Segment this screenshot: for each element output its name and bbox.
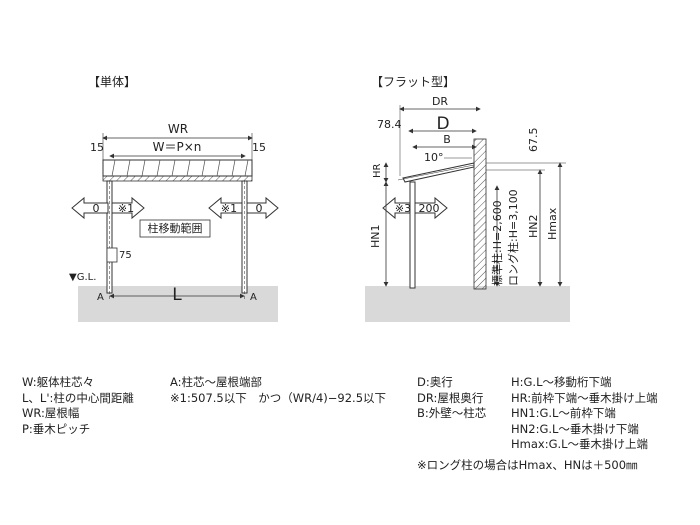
roof-frame: [102, 175, 253, 182]
legend-col-3: D:奥行 DR:屋根奥行 B:外壁～柱芯: [417, 375, 486, 422]
dim-wr-label: WR: [168, 122, 188, 136]
arrow-200: 200: [419, 202, 440, 215]
marker-a-right: A: [250, 292, 257, 303]
section-label-single: 【単体】: [88, 75, 136, 89]
angle-10: 10°: [424, 151, 444, 164]
legend-col-1: W:躯体柱芯々 L、L':柱の中心間距離 WR:屋根幅 P:垂木ピッチ: [22, 375, 134, 437]
roof-rafters: [111, 159, 249, 177]
right-arrow-note1: ※1: [221, 202, 237, 215]
legend-item-note1: ※1:507.5以下 かつ（WR/4)−92.5以下: [170, 390, 387, 405]
dim-75: 75: [119, 250, 132, 261]
legend-col-4: H:G.L～移動桁下端 HR:前枠下端～垂木掛け上端 HN1:G.L～前枠下端 …: [511, 375, 658, 453]
arrow-note3: ※3: [395, 202, 411, 215]
flat-post: [409, 181, 416, 289]
left-offset-arrows: [71, 196, 145, 220]
dim-hn1: HN1: [369, 225, 382, 249]
house-wall: [473, 138, 487, 290]
dim-h-long: ロング柱:H=3,100: [506, 189, 520, 286]
post-movable-box: [139, 219, 211, 238]
legend-item-p: P:垂木ピッチ: [22, 421, 91, 436]
dim-l-label: L: [172, 285, 182, 305]
dim-b-label: B: [443, 133, 451, 146]
legend-item-hn2: HN2:G.L～垂木掛け下端: [511, 421, 639, 436]
flat-type-diagram: 【フラット型】 DR 78.4 D B 67.5 10° HR: [365, 75, 570, 322]
legend-item-d: D:奥行: [417, 375, 453, 389]
legend-item-l: L、L':柱の中心間距離: [22, 390, 134, 405]
section-label-flat: 【フラット型】: [371, 75, 455, 89]
single-unit-diagram: 【単体】 WR W＝P×n 15 15: [69, 75, 279, 322]
legend-item-hmax: Hmax:G.L～垂木掛け上端: [511, 437, 649, 451]
flat-offset-arrows: [382, 196, 448, 220]
legend-item-a: A:柱芯～屋根端部: [170, 375, 263, 389]
legend-item-hn1: HN1:G.L～前枠下端: [511, 406, 616, 420]
roof-line: [397, 164, 475, 181]
dim-h-standard: 標準柱:H=2,600: [490, 200, 504, 286]
left-arrow-note1: ※1: [118, 202, 134, 215]
legend-item-w: W:躯体柱芯々: [22, 375, 95, 389]
post-movable-label: 柱移動範囲: [148, 221, 203, 235]
bracket-75: [106, 247, 118, 263]
dim-hr: HR: [372, 163, 383, 178]
right-offset-arrows: [208, 196, 279, 220]
dim-w-label: W＝P×n: [153, 140, 202, 154]
legend-item-dr: DR:屋根奥行: [417, 390, 484, 405]
roof-panel: [102, 159, 253, 177]
gl-label: ▼G.L.: [69, 272, 96, 283]
dim-15-right: 15: [252, 141, 266, 154]
dim-hmax: Hmax: [546, 207, 559, 240]
left-arrow-0: 0: [93, 202, 100, 215]
legend-col-2: A:柱芯～屋根端部 ※1:507.5以下 かつ（WR/4)−92.5以下: [170, 375, 386, 406]
ground-block-flat: [365, 286, 570, 322]
right-arrow-0: 0: [256, 202, 263, 215]
legend-item-b: B:外壁～柱芯: [417, 406, 487, 420]
legend-item-wr: WR:屋根幅: [22, 406, 80, 420]
dim-15-left: 15: [90, 141, 104, 154]
legend-item-h: H:G.L～移動桁下端: [511, 375, 612, 389]
dim-hn2: HN2: [527, 215, 540, 239]
dim-dr-label: DR: [432, 95, 448, 108]
footnote-long-post: ※ロング柱の場合はHmax、HNは＋500㎜: [417, 458, 638, 472]
dim-67-5: 67.5: [527, 128, 540, 153]
dim-78-4: 78.4: [377, 118, 402, 131]
legend-item-hr: HR:前枠下端～垂木掛け上端: [511, 390, 658, 405]
flat-roof: [402, 162, 475, 183]
marker-a-left: A: [97, 292, 104, 303]
